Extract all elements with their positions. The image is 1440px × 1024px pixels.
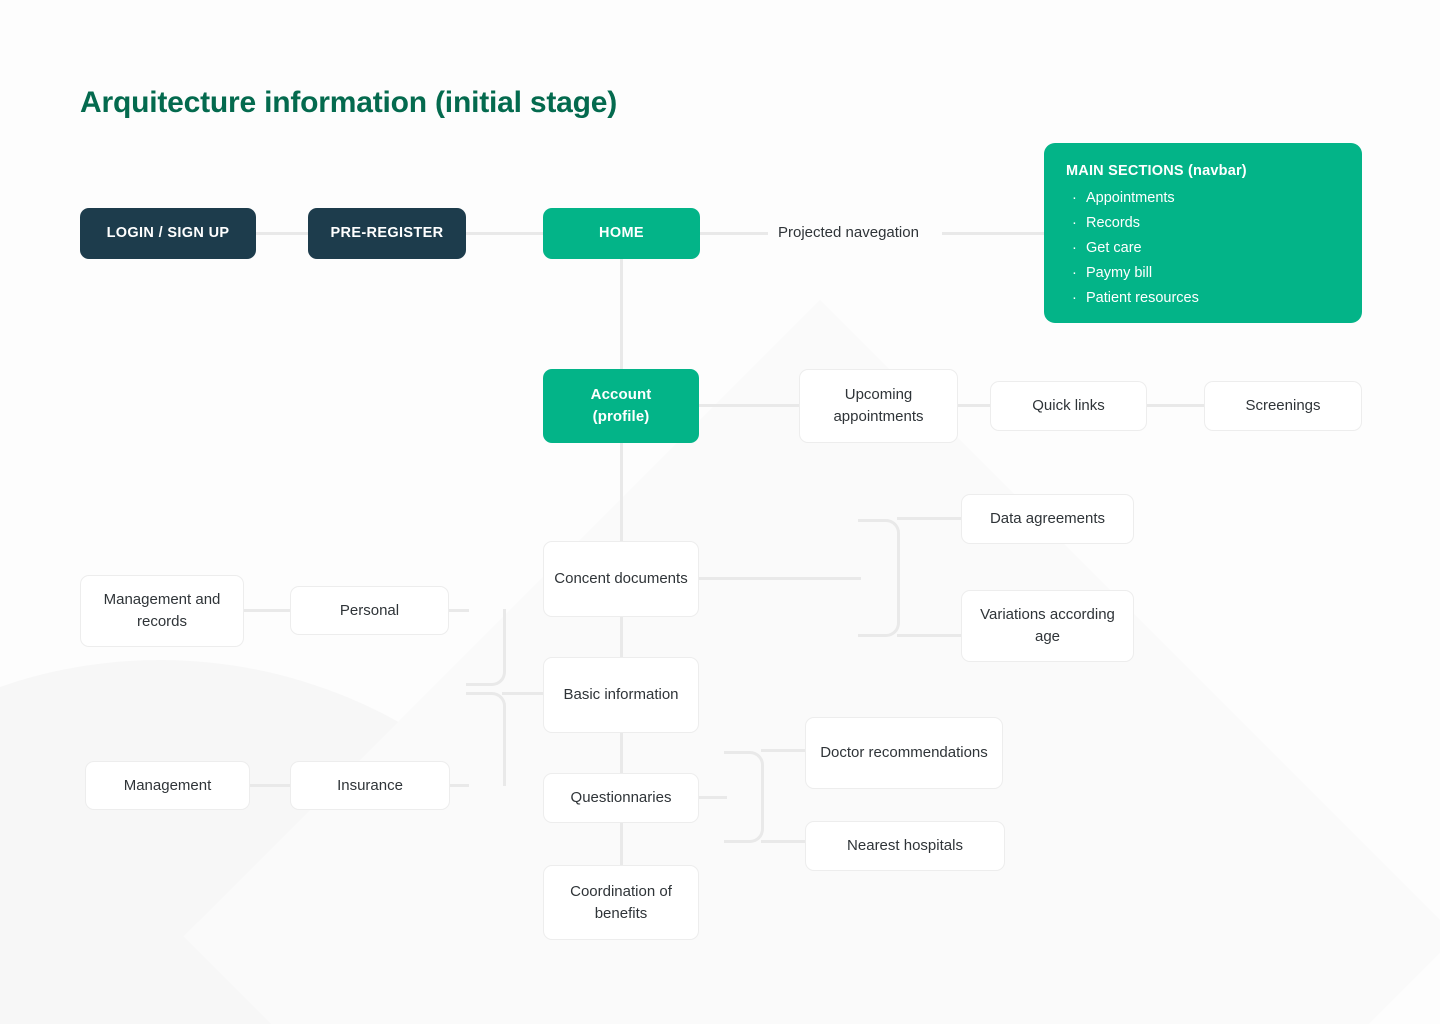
connector-mgmtrecords-personal — [243, 609, 291, 612]
node-coordination-of-benefits-label: Coordination of benefits — [570, 882, 672, 922]
node-quick-links[interactable]: Quick links — [990, 381, 1147, 431]
node-upcoming-appointments-label: Upcoming appointments — [833, 386, 924, 425]
connector-account-concent — [620, 443, 623, 541]
panel-main-sections-navbar: MAIN SECTIONS (navbar) · Appointments · … — [1044, 143, 1362, 323]
node-pre-register[interactable]: PRE-REGISTER — [308, 208, 466, 259]
node-insurance[interactable]: Insurance — [290, 761, 450, 810]
page-title: Arquitecture information (initial stage) — [80, 86, 618, 119]
connector-insurance-merge-elbow — [466, 692, 506, 786]
node-doctor-recommendations[interactable]: Doctor recommendations — [805, 717, 1003, 789]
node-login-signup[interactable]: LOGIN / SIGN UP — [80, 208, 256, 259]
connector-concent-branch-stem — [699, 577, 861, 580]
node-personal-label: Personal — [339, 601, 400, 619]
node-doctor-recommendations-label: Doctor recommendations — [820, 744, 988, 762]
node-variations-according-age-label: Variations according age — [980, 606, 1115, 645]
node-coordination-of-benefits[interactable]: Coordination of benefits — [543, 865, 699, 940]
node-management-and-records-label: Management and records — [103, 591, 221, 630]
panel-main-sections-title: MAIN SECTIONS (navbar) — [1066, 163, 1247, 179]
node-questionnaries-label: Questionnaries — [570, 789, 672, 807]
node-variations-according-age[interactable]: Variations according age — [961, 590, 1134, 662]
node-data-agreements[interactable]: Data agreements — [961, 494, 1134, 544]
node-screenings-label: Screenings — [1245, 397, 1321, 415]
connector-management-insurance — [250, 784, 290, 787]
navbar-item-appointments[interactable]: · Appointments — [1072, 186, 1340, 211]
connector-concent-to-variations — [897, 634, 963, 637]
navbar-item-paymy-bill[interactable]: · Paymy bill — [1072, 261, 1340, 286]
connector-login-preregister — [256, 232, 312, 235]
node-insurance-label: Insurance — [337, 776, 403, 794]
connector-concent-branch-upper-elbow — [858, 519, 900, 579]
connector-basic-questionnaries — [620, 732, 623, 774]
node-screenings[interactable]: Screenings — [1204, 381, 1362, 431]
node-home[interactable]: HOME — [543, 208, 700, 259]
node-account-profile-label-line2: (profile) — [592, 408, 650, 425]
navbar-item-patient-resources[interactable]: · Patient resources — [1072, 286, 1340, 311]
node-management[interactable]: Management — [85, 761, 250, 810]
connector-home-projected — [700, 232, 768, 235]
navbar-item-records-label: Records — [1086, 215, 1140, 231]
node-concent-documents-label: Concent documents — [554, 570, 688, 588]
connector-concent-to-data-agreements — [897, 517, 963, 520]
connector-projected-navpanel — [942, 232, 1046, 235]
node-login-signup-label: LOGIN / SIGN UP — [106, 224, 230, 241]
node-upcoming-appointments[interactable]: Upcoming appointments — [799, 369, 958, 443]
navbar-item-appointments-label: Appointments — [1086, 190, 1175, 206]
connector-preregister-home — [466, 232, 544, 235]
navbar-item-get-care-label: Get care — [1086, 240, 1142, 256]
connector-merge-basic-information — [502, 692, 544, 695]
connector-home-account — [620, 259, 623, 369]
navbar-item-records[interactable]: · Records — [1072, 211, 1340, 236]
connector-questionnaries-branch-stem — [699, 796, 727, 799]
node-concent-documents[interactable]: Concent documents — [543, 541, 699, 617]
bullet-icon: · — [1072, 290, 1077, 306]
node-nearest-hospitals[interactable]: Nearest hospitals — [805, 821, 1005, 871]
navbar-item-paymy-bill-label: Paymy bill — [1086, 265, 1153, 281]
node-account-profile[interactable]: Account (profile) — [543, 369, 699, 443]
connector-concent-branch-lower-elbow — [858, 577, 900, 637]
node-basic-information-label: Basic information — [563, 686, 679, 704]
connector-personal-merge-elbow — [466, 609, 506, 686]
connector-questionnaries-lower-elbow — [724, 796, 764, 843]
node-personal[interactable]: Personal — [290, 586, 449, 635]
node-quick-links-label: Quick links — [1032, 397, 1105, 415]
node-home-label: HOME — [599, 224, 644, 241]
label-projected-navigation: Projected navegation — [778, 224, 919, 241]
node-account-profile-label-line1: Account — [590, 386, 652, 404]
connector-account-upcoming — [699, 404, 799, 407]
connector-concent-basic — [620, 616, 623, 658]
bullet-icon: · — [1072, 190, 1077, 206]
node-questionnaries[interactable]: Questionnaries — [543, 773, 699, 823]
connector-questionnaries-to-doctor — [761, 749, 807, 752]
navbar-item-get-care[interactable]: · Get care — [1072, 236, 1340, 261]
node-management-and-records[interactable]: Management and records — [80, 575, 244, 647]
connector-questionnaries-coordination — [620, 823, 623, 865]
bullet-icon: · — [1072, 265, 1077, 281]
connector-quicklinks-screenings — [1147, 404, 1204, 407]
navbar-items-list: · Appointments · Records · Get care · Pa… — [1066, 186, 1340, 311]
connector-upcoming-quicklinks — [958, 404, 991, 407]
connector-questionnaries-to-hospitals — [761, 840, 807, 843]
node-data-agreements-label: Data agreements — [989, 510, 1106, 528]
node-basic-information[interactable]: Basic information — [543, 657, 699, 733]
navbar-item-patient-resources-label: Patient resources — [1086, 290, 1199, 306]
node-nearest-hospitals-label: Nearest hospitals — [847, 837, 963, 855]
node-management-label: Management — [123, 776, 212, 794]
bullet-icon: · — [1072, 240, 1077, 256]
bullet-icon: · — [1072, 215, 1077, 231]
node-pre-register-label: PRE-REGISTER — [330, 224, 444, 241]
connector-questionnaries-upper-elbow — [724, 751, 764, 798]
